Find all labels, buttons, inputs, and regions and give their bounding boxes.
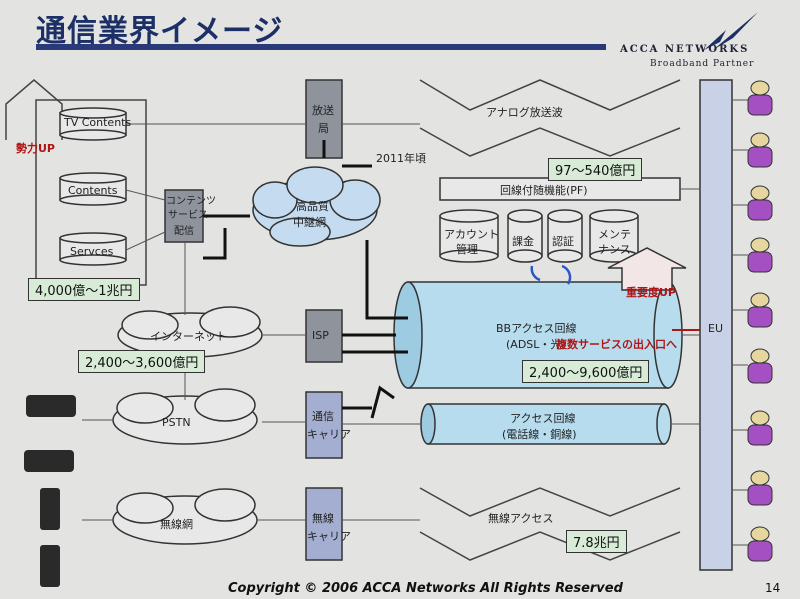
internet-label: インターネット: [150, 330, 227, 343]
year-2011-label: 2011年頃: [376, 152, 426, 165]
wireless-carrier-box: [305, 487, 343, 561]
market-pf-box: 97～540億円: [548, 158, 643, 181]
pf-label: 回線付随機能(PF): [500, 184, 588, 197]
multi-service-label: 複数サービスの出入口へ: [556, 338, 677, 351]
services-label: Servces: [70, 245, 114, 258]
cds-label-1: コンテンツ: [166, 196, 216, 207]
bb-label-2: (ADSL・光): [506, 338, 566, 351]
maint-label-1: メンテ: [598, 228, 631, 241]
value-up-label: 勢力UP: [16, 142, 55, 155]
telco-label-1: 通信: [312, 410, 334, 423]
logo-name: ACCA NETWORKS: [620, 44, 750, 55]
access-line-cylinder: [420, 403, 672, 445]
isp-label: ISP: [312, 329, 329, 342]
market-bb-box: 2,400～9,600億円: [522, 360, 650, 383]
wireless-cloud: [112, 488, 258, 545]
market-wireless-box: 7.8兆円: [566, 530, 627, 553]
contents-label: Contents: [68, 184, 118, 197]
wireless-access-label: 無線アクセス: [488, 512, 554, 525]
copyright: Copyright © 2006 ACCA Networks All Right…: [228, 581, 623, 596]
pstn-label: PSTN: [162, 416, 191, 429]
acct-label-1: アカウント: [444, 228, 499, 241]
auth-label: 認証: [552, 235, 574, 248]
hq-cloud: [252, 166, 381, 247]
market-contents-box: 4,000億～1兆円: [28, 278, 140, 301]
cds-label-3: 配信: [174, 226, 194, 237]
broadcast-label-1: 放送: [312, 104, 334, 117]
importance-arrow: [607, 247, 687, 291]
wireless-net-label: 無線網: [160, 518, 193, 531]
pstn-cloud: [112, 388, 258, 445]
desk-phones: [24, 395, 76, 472]
bb-label-1: BBアクセス回線: [496, 322, 577, 335]
wireless-carrier-label-2: キャリア: [307, 530, 351, 543]
acct-label-2: 管理: [456, 243, 478, 256]
telco-box: [305, 391, 343, 459]
billing-label: 課金: [512, 235, 534, 248]
page-number: 14: [765, 581, 781, 595]
hq-label-2: 中継網: [293, 216, 326, 229]
arrow-up-shape: [5, 79, 63, 140]
access-label-1: アクセス回線: [510, 412, 576, 425]
eu-bar: [699, 79, 733, 571]
internet-cloud: [117, 306, 263, 358]
broadcast-box: [305, 79, 343, 159]
eu-label: EU: [708, 322, 724, 335]
maint-label-2: ナンス: [598, 243, 631, 256]
mobile-phones: [40, 488, 60, 587]
importance-label: 重要度UP: [626, 286, 676, 299]
access-label-2: (電話線・銅線): [502, 428, 577, 441]
slide-title: 通信業界イメージ: [36, 14, 284, 49]
tv-contents-label: TV Contents: [64, 116, 132, 129]
acca-logo-mark: [704, 12, 758, 50]
cds-label-2: サービス: [168, 210, 208, 221]
broadcast-label-2: 局: [318, 122, 329, 135]
hq-label-1: 高品質: [296, 200, 329, 213]
title-underline: [36, 44, 606, 50]
telco-label-2: キャリア: [307, 428, 351, 441]
eu-users: [747, 80, 773, 562]
wireless-carrier-label-1: 無線: [312, 512, 334, 525]
analog-label: アナログ放送波: [486, 106, 563, 119]
market-internet-box: 2,400～3,600億円: [78, 350, 206, 373]
logo-tagline: Broadband Partner: [650, 59, 755, 69]
